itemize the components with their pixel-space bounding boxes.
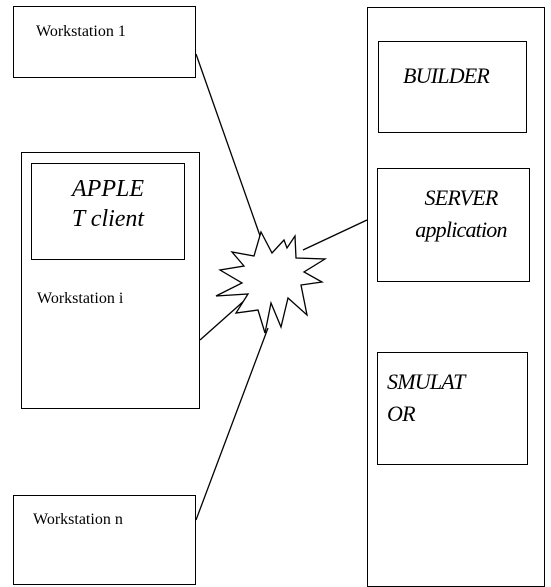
- network-burst-icon: [215, 230, 328, 334]
- simulator-line-2: OR: [387, 401, 416, 426]
- simulator-box: [377, 352, 528, 465]
- link-workstation-1: [195, 53, 266, 251]
- server-application-line-1: SERVER: [424, 185, 499, 210]
- applet-client-label: APPLE T client: [31, 174, 185, 234]
- builder-label: BUILDER: [403, 63, 490, 88]
- system-architecture-diagram: Workstation 1 APPLE T client Workstation…: [13, 6, 545, 587]
- builder-box: [378, 41, 527, 133]
- link-workstation-n: [195, 327, 269, 521]
- workstation-n-box: [13, 495, 196, 585]
- applet-client-line-1: APPLE: [72, 176, 144, 202]
- connection-layer: [195, 53, 368, 521]
- link-workstation-i: [199, 299, 246, 341]
- applet-client-line-2: T client: [71, 206, 145, 232]
- simulator-label: SMULAT OR: [387, 366, 507, 430]
- server-application-line-2: application: [415, 217, 507, 242]
- server-application-label: SERVER application: [401, 182, 521, 246]
- applet-client-box: [31, 163, 185, 260]
- simulator-line-1: SMULAT: [387, 369, 465, 394]
- workstation-1-label: Workstation 1: [36, 23, 126, 40]
- workstation-i-label: Workstation i: [37, 290, 124, 307]
- link-server-application: [302, 219, 368, 251]
- server-application-box: [377, 168, 530, 282]
- workstation-1-box: [13, 6, 196, 78]
- workstation-n-label: Workstation n: [33, 511, 123, 528]
